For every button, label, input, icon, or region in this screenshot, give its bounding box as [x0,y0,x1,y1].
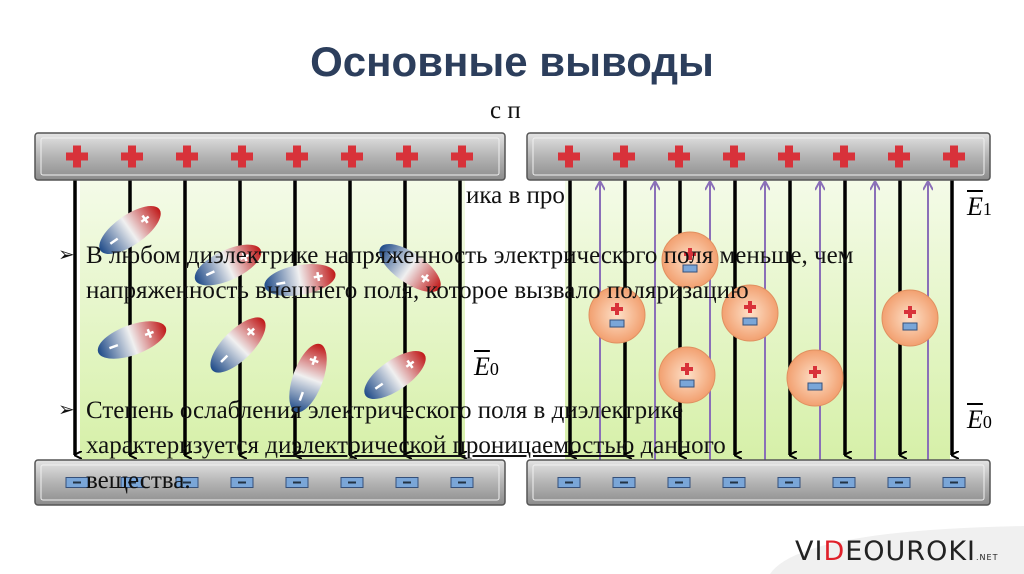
dipole-molecule [99,205,161,255]
minus-charge-icon [722,477,746,488]
bullet-2: ➢ В любом диэлектрике напряженность элект… [58,238,908,308]
minus-charge-icon [832,477,856,488]
arrow-bullet-icon: ➢ [58,399,75,421]
slide-title: Основные выводы [310,38,714,85]
plus-charge-icon [176,145,198,168]
polarized-atom [658,346,716,404]
bullet-3: ➢ Степень ослабления электрического поля… [58,393,958,498]
minus-charge-icon [887,477,911,488]
bullet-1-fragment-2: ика в про [466,182,565,209]
minus-charge-icon [942,477,966,488]
minus-charge-icon [450,477,474,488]
minus-charge-icon [395,477,419,488]
minus-charge-icon [65,477,89,488]
dipole-molecule [289,343,327,413]
minus-charge-icon [777,477,801,488]
label-e0-left: E0 [474,352,499,381]
bullet-2-text: В любом диэлектрике напряженность электр… [86,242,854,304]
arrow-bullet-icon: ➢ [58,244,75,266]
minus-charge-icon [230,477,254,488]
dipole-molecule [194,244,262,286]
logo-background [770,526,1024,574]
polarized-atom [588,286,646,344]
plus-charge-icon [396,145,418,168]
plus-charge-icon [121,145,143,168]
positive-plate [34,132,506,181]
dipole-molecule [379,243,441,293]
negative-plate [526,459,991,506]
label-e1: E1 [967,192,992,221]
plus-charge-icon [341,145,363,168]
minus-charge-icon [120,477,144,488]
positive-plate [526,132,991,181]
bullet-3-text: характеризуется [86,432,266,459]
polarized-atom [786,349,844,407]
plus-charge-icon [613,145,635,168]
plus-charge-icon [833,145,855,168]
plus-charge-icon [451,145,473,168]
dipole-molecule [264,263,336,297]
plus-charge-icon [668,145,690,168]
plus-charge-icon [943,145,965,168]
minus-charge-icon [175,477,199,488]
bullet-3-line-1: Степень ослабления электрического поля в… [86,397,684,424]
dipole-molecule [97,321,167,359]
plus-charge-icon [723,145,745,168]
minus-charge-icon [557,477,581,488]
dipole-molecule [364,350,426,400]
videouroki-logo: VIDEOUROKI.NET [795,536,999,567]
polarized-atom [881,289,939,347]
bullet-3-text: данного [634,432,726,459]
plus-charge-icon [231,145,253,168]
negative-plate [34,459,506,506]
minus-charge-icon [667,477,691,488]
plus-charge-icon [778,145,800,168]
bullet-1-fragment-1: с п [490,97,521,124]
minus-charge-icon [340,477,364,488]
plus-charge-icon [66,145,88,168]
dielectric-permittivity-term: диэлектрической проницаемостью [265,432,635,459]
minus-charge-icon [285,477,309,488]
bullet-3-line-3: вещества. [86,467,191,494]
plus-charge-icon [558,145,580,168]
dipole-molecule [210,317,266,373]
polarized-atom [721,284,779,342]
minus-charge-icon [612,477,636,488]
plus-charge-icon [286,145,308,168]
plus-charge-icon [888,145,910,168]
polarized-atom [661,231,719,289]
label-e0-right: E0 [967,405,992,434]
